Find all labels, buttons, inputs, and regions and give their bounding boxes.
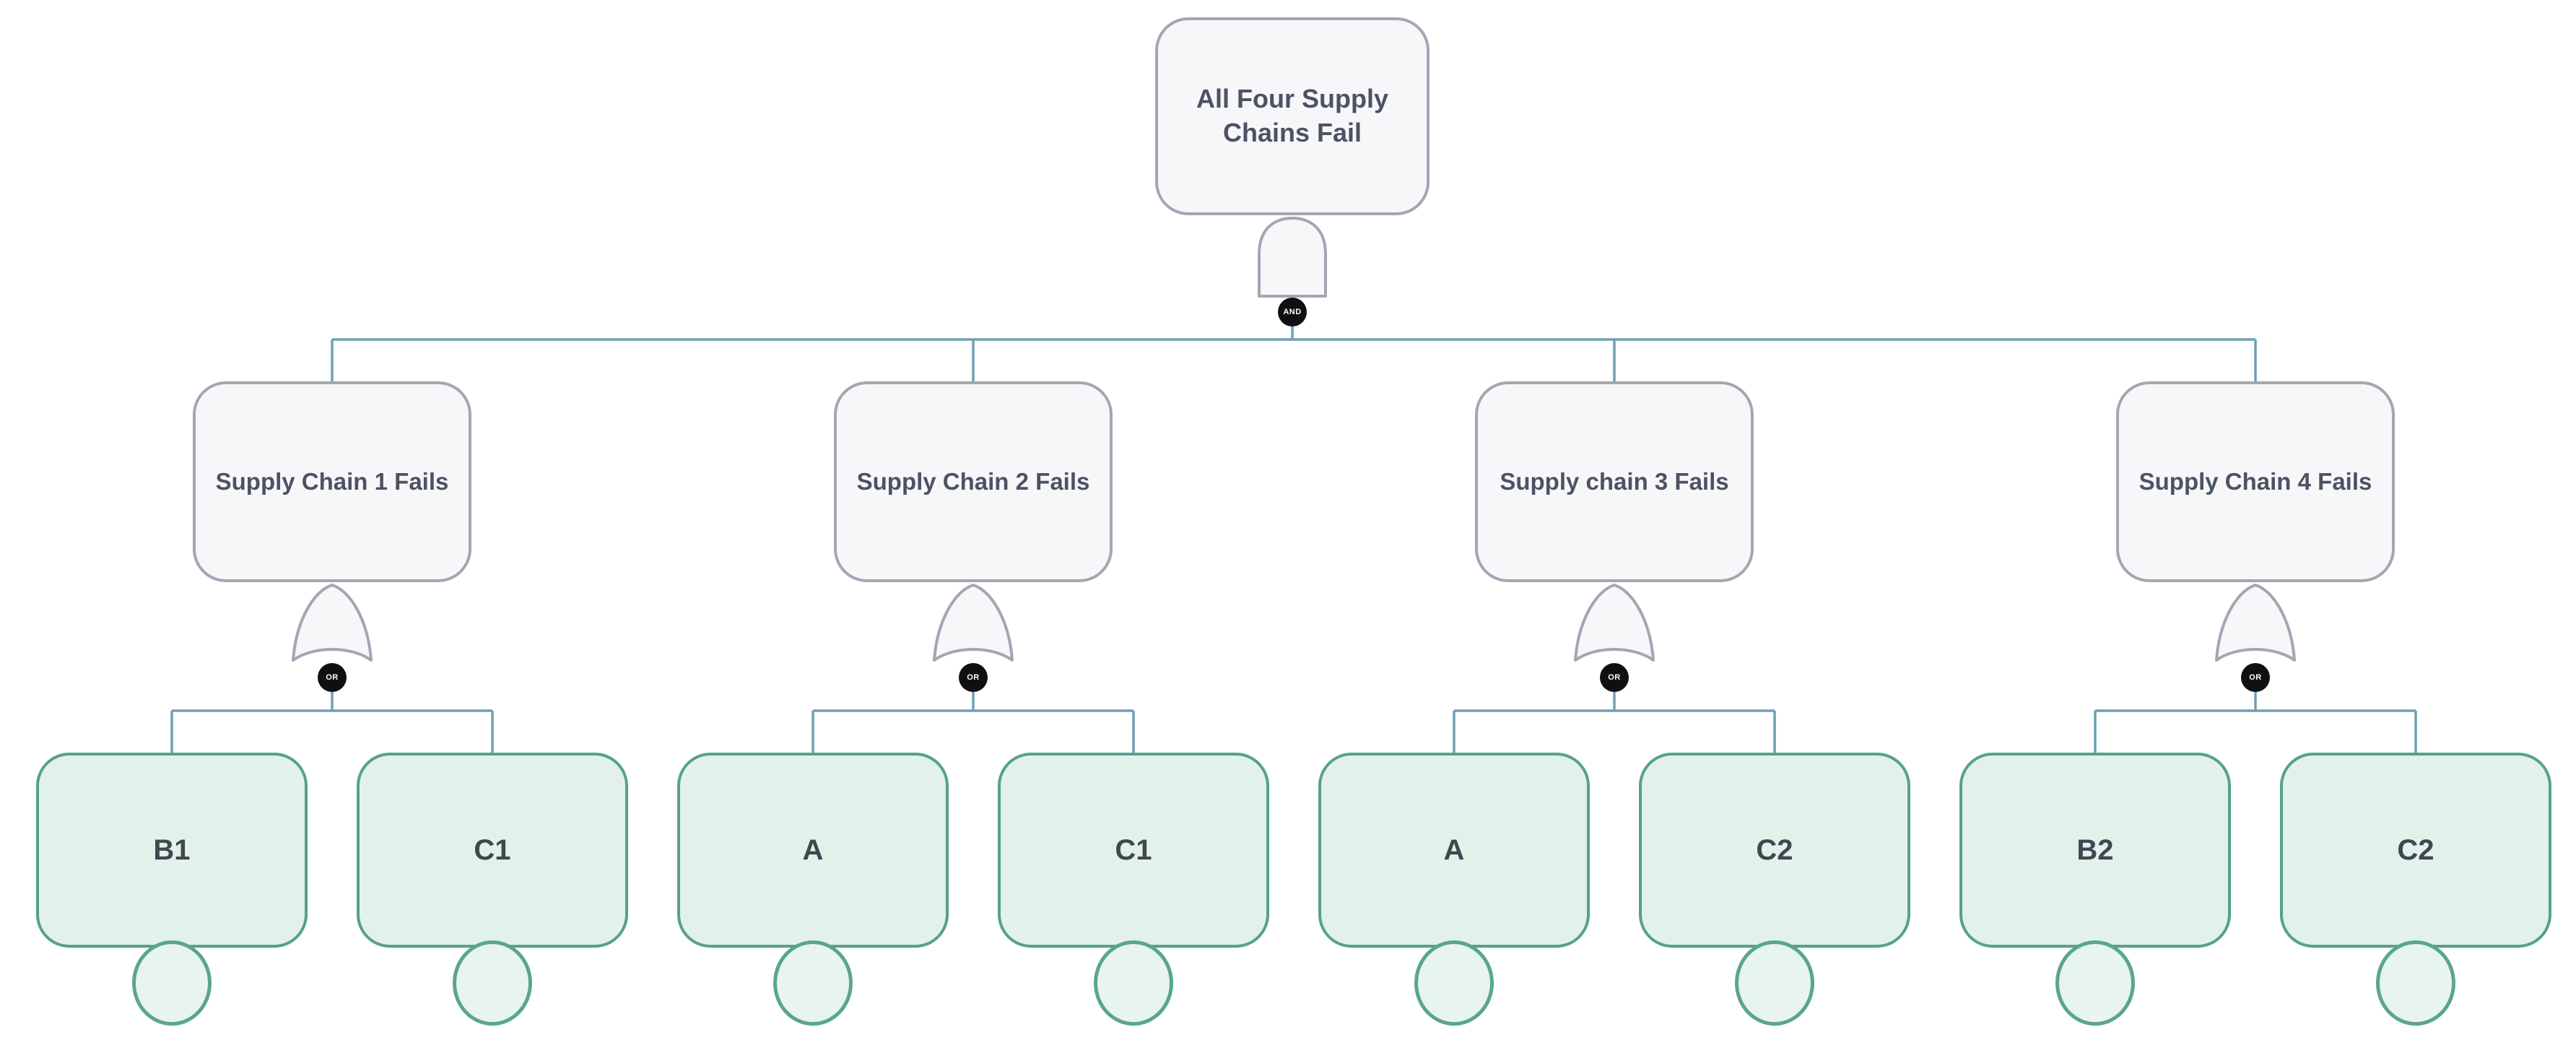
top-event-node[interactable]: All Four Supply Chains Fail — [1155, 17, 1430, 215]
basic-event-circle[interactable] — [1094, 940, 1173, 1026]
basic-event-node[interactable]: C1 — [357, 753, 628, 948]
basic-event-label: A — [1443, 834, 1465, 866]
basic-event-node[interactable]: B1 — [36, 753, 308, 948]
basic-event-label: B1 — [153, 834, 191, 866]
basic-event-circle[interactable] — [1735, 940, 1814, 1026]
basic-event-node[interactable]: A — [677, 753, 949, 948]
basic-event-label: C2 — [2397, 834, 2434, 866]
basic-event-label: C1 — [1115, 834, 1152, 866]
intermediate-event-label: Supply Chain 1 Fails — [215, 468, 449, 495]
top-event-label: All Four Supply Chains Fail — [1196, 84, 1388, 147]
gate-type-label: OR — [1608, 673, 1621, 682]
basic-event-label: A — [802, 834, 824, 866]
gate-type-label: OR — [2249, 673, 2262, 682]
gate-type-badge-root[interactable]: AND — [1278, 298, 1307, 326]
gate-type-badge-4[interactable]: OR — [2241, 663, 2270, 692]
or-gate-icon-2[interactable] — [928, 579, 1018, 663]
basic-event-node[interactable]: C2 — [1639, 753, 1910, 948]
basic-event-circle[interactable] — [1414, 940, 1494, 1026]
intermediate-event-node-1[interactable]: Supply Chain 1 Fails — [193, 381, 471, 582]
basic-event-node[interactable]: C1 — [998, 753, 1269, 948]
basic-event-circle[interactable] — [2376, 940, 2455, 1026]
basic-event-node[interactable]: C2 — [2280, 753, 2551, 948]
basic-event-node[interactable]: B2 — [1959, 753, 2231, 948]
basic-event-circle[interactable] — [132, 940, 212, 1026]
basic-event-circle[interactable] — [2055, 940, 2135, 1026]
basic-event-circle[interactable] — [773, 940, 853, 1026]
or-gate-icon-1[interactable] — [287, 579, 377, 663]
gate-type-badge-1[interactable]: OR — [318, 663, 347, 692]
and-gate-icon[interactable] — [1253, 214, 1331, 299]
or-gate-icon-3[interactable] — [1570, 579, 1659, 663]
gate-type-label: OR — [967, 673, 980, 682]
basic-event-circle[interactable] — [453, 940, 532, 1026]
basic-event-node[interactable]: A — [1318, 753, 1590, 948]
intermediate-event-label: Supply chain 3 Fails — [1500, 468, 1729, 495]
gate-type-label: AND — [1283, 308, 1302, 316]
intermediate-event-label: Supply Chain 4 Fails — [2138, 468, 2372, 495]
intermediate-event-node-3[interactable]: Supply chain 3 Fails — [1475, 381, 1754, 582]
gate-type-badge-2[interactable]: OR — [959, 663, 988, 692]
intermediate-event-label: Supply Chain 2 Fails — [856, 468, 1090, 495]
basic-event-label: C1 — [474, 834, 511, 866]
gate-type-badge-3[interactable]: OR — [1600, 663, 1629, 692]
gate-type-label: OR — [326, 673, 339, 682]
intermediate-event-node-2[interactable]: Supply Chain 2 Fails — [834, 381, 1113, 582]
basic-event-label: B2 — [2076, 834, 2114, 866]
or-gate-icon-4[interactable] — [2211, 579, 2300, 663]
intermediate-event-node-4[interactable]: Supply Chain 4 Fails — [2116, 381, 2395, 582]
basic-event-label: C2 — [1756, 834, 1793, 866]
